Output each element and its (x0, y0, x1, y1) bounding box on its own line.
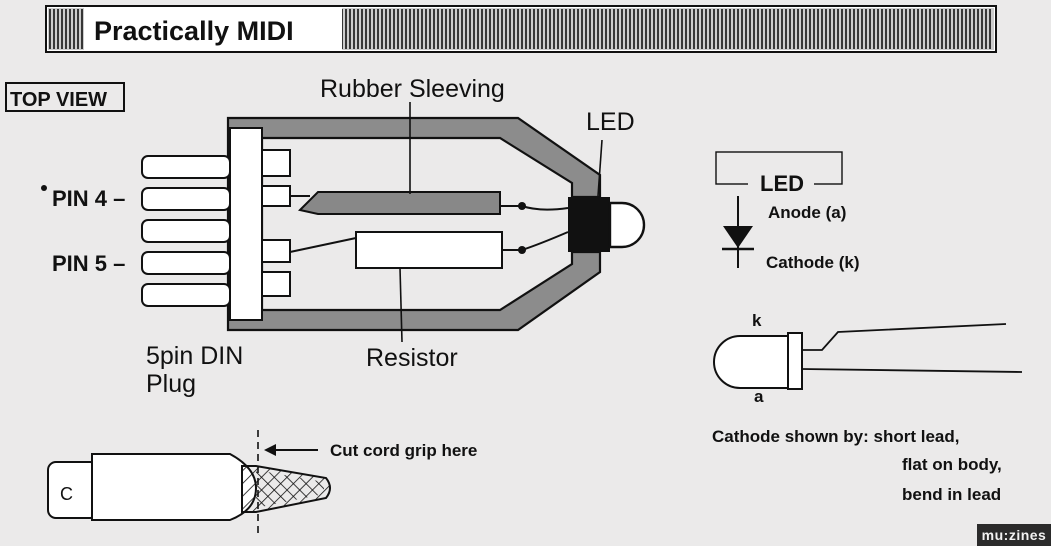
led-label-top: LED (586, 108, 635, 136)
watermark-badge: mu:zines (977, 524, 1051, 546)
top-view-text: TOP VIEW (10, 89, 107, 111)
page-title: Practically MIDI (94, 16, 294, 46)
cathode-note-line1: Cathode shown by: short lead, (712, 427, 959, 446)
wiring (289, 102, 603, 343)
resistor-label: Resistor (366, 344, 458, 372)
rubber-sleeving-segment (298, 191, 501, 215)
plug-side-view: C Cut cord grip here (47, 430, 477, 538)
header-banner: Practically MIDI (45, 5, 997, 53)
top-view-label: TOP VIEW (5, 82, 125, 112)
resistor-body (355, 231, 503, 269)
din-pin-1 (141, 155, 231, 179)
anode-lead (801, 368, 1023, 373)
din-label-line1: 5pin DIN (146, 342, 243, 370)
k-lead-label: k (752, 311, 762, 330)
cathode-note-line3: bend in lead (902, 485, 1001, 504)
din-pin-5 (141, 251, 231, 275)
diode-triangle (723, 226, 753, 248)
cathode-label: Cathode (k) (766, 253, 860, 272)
pin5-label: PIN 5 – (52, 251, 125, 276)
plug-letter: C (60, 484, 73, 504)
cut-cord-label: Cut cord grip here (330, 441, 477, 460)
rubber-sleeving-label: Rubber Sleeving (320, 75, 505, 103)
symbol-led-label: LED (760, 171, 804, 196)
cathode-note-line2: flat on body, (902, 455, 1002, 474)
led-in-plug (568, 197, 646, 252)
a-lead-label: a (754, 387, 764, 406)
title-box (84, 8, 342, 50)
cathode-lead (802, 323, 1007, 351)
marker-dot (41, 185, 47, 191)
pin4-label: PIN 4 – (52, 186, 125, 211)
din-pin-block (229, 127, 291, 321)
led-symbol: LED Anode (a) Cathode (k) (715, 151, 860, 272)
din-pin-3 (141, 283, 231, 307)
led-pictorial: k a (713, 311, 1023, 406)
din-pin-2 (141, 219, 231, 243)
anode-label: Anode (a) (768, 203, 846, 222)
din-pins (141, 155, 231, 307)
din-pin-4 (141, 187, 231, 211)
din-label-line2: Plug (146, 370, 196, 398)
